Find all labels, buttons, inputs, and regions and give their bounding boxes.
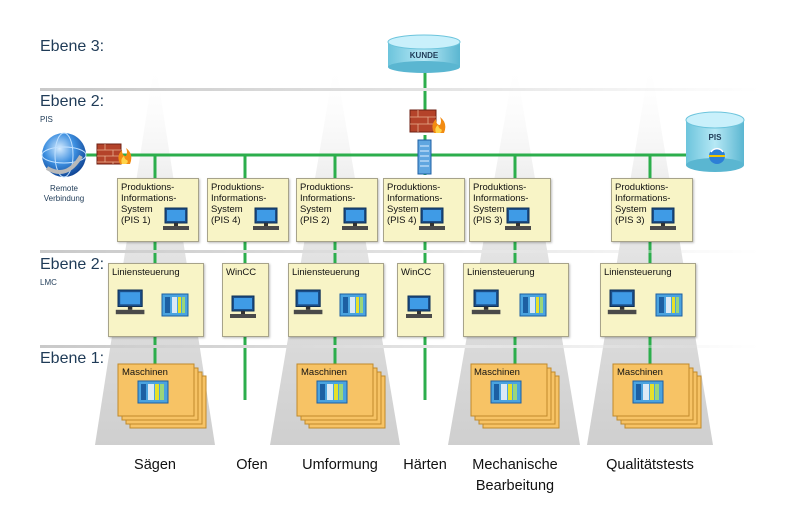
machine-stack: [117, 363, 207, 429]
column-label-line: Ofen: [236, 457, 268, 473]
machine-stack: [612, 363, 702, 429]
pis-line: System: [300, 204, 332, 215]
level-2-pis-label: Ebene 2:: [40, 93, 105, 110]
plc-icon: [519, 293, 547, 317]
column-label-line: Qualitätstests: [606, 457, 694, 473]
pis-line: Informations-: [300, 193, 356, 204]
pis-line: System: [121, 204, 153, 215]
firewall-top-icon: [409, 109, 446, 133]
pis-line: Produktions-: [615, 182, 669, 193]
column-label-saegen: Sägen: [115, 455, 195, 476]
pis-box-text: Produktions- Informations- System (PIS 1…: [121, 182, 176, 226]
pis-database-icon: [685, 111, 745, 172]
pis-line: Produktions-: [211, 182, 265, 193]
pis-line: (PIS 4): [211, 215, 241, 226]
machines-label: Maschinen: [301, 367, 347, 378]
pis-box-text: Produktions- Informations- System (PIS 3…: [615, 182, 670, 226]
machines-label: Maschinen: [617, 367, 663, 378]
pis-line: Produktions-: [300, 182, 354, 193]
pis-line: (PIS 3): [473, 215, 503, 226]
kunde-database-icon: [387, 34, 461, 73]
lmc-box-label: WinCC: [226, 267, 257, 278]
pis-line: Informations-: [387, 193, 443, 204]
pis-line: Informations-: [615, 193, 671, 204]
pis-line: Informations-: [121, 193, 177, 204]
computer-icon: [419, 207, 445, 230]
level-2-lmc-label: Ebene 2:: [40, 256, 105, 273]
pis-db-label: PIS: [708, 133, 722, 142]
lmc-box-label: Liniensteuerung: [112, 267, 180, 278]
computer-icon: [163, 207, 189, 230]
column-label-line: Bearbeitung: [475, 478, 555, 494]
plc-icon: [161, 293, 189, 317]
level-3-label: Ebene 3:: [40, 38, 105, 55]
lmc-box-label: Liniensteuerung: [604, 267, 672, 278]
pis-box-text: Produktions- Informations- System (PIS 2…: [300, 182, 355, 226]
column-label-line: Härten: [403, 457, 447, 473]
column-label-umformung: Umformung: [285, 455, 395, 476]
plc-icon: [655, 293, 683, 317]
column-label-ofen: Ofen: [222, 455, 282, 476]
machines-label: Maschinen: [122, 367, 168, 378]
pis-box-text: Produktions- Informations- System (PIS 3…: [473, 182, 528, 226]
machine-stack: [296, 363, 386, 429]
pis-line: (PIS 4): [387, 215, 417, 226]
lmc-box-label: Liniensteuerung: [292, 267, 360, 278]
machine-stack: [470, 363, 560, 429]
pis-line: System: [211, 204, 243, 215]
lmc-box-label: Liniensteuerung: [467, 267, 535, 278]
column-label-line: Mechanische: [472, 457, 558, 473]
pis-box-text: Produktions- Informations- System (PIS 4…: [387, 182, 442, 226]
pis-line: System: [615, 204, 647, 215]
lmc-tag: LMC: [40, 278, 57, 287]
level-separator: [40, 250, 760, 253]
pis-line: Produktions-: [387, 182, 441, 193]
pis-tag: PIS: [40, 115, 53, 124]
column-label-mechanische-bearbeitung: Mechanische Bearbeitung: [455, 455, 575, 497]
pis-box-text: Produktions- Informations- System (PIS 4…: [211, 182, 266, 226]
computer-icon: [650, 207, 676, 230]
computer-icon: [342, 207, 368, 230]
remote-label-line: Verbindung: [43, 194, 85, 203]
computer-icon: [115, 289, 145, 315]
computer-icon: [253, 207, 279, 230]
column-label-qualitaetstests: Qualitätstests: [590, 455, 710, 476]
remote-label-line: Remote: [49, 184, 78, 193]
pis-line: System: [473, 204, 505, 215]
level-1-label: Ebene 1:: [40, 350, 105, 367]
column-label-line: Umformung: [302, 457, 378, 473]
kunde-label: KUNDE: [409, 51, 439, 60]
pis-box[interactable]: Produktions- Informations- System (PIS 4…: [383, 178, 465, 242]
computer-icon: [406, 295, 432, 318]
pis-line: Informations-: [211, 193, 267, 204]
machines-label: Maschinen: [474, 367, 520, 378]
computer-icon: [230, 295, 256, 318]
computer-icon: [293, 289, 323, 315]
pis-line: Produktions-: [121, 182, 175, 193]
computer-icon: [471, 289, 501, 315]
network-switch-icon: [417, 139, 432, 175]
pis-line: (PIS 3): [615, 215, 645, 226]
plc-icon: [339, 293, 367, 317]
lmc-box-label: WinCC: [401, 267, 432, 278]
globe-icon: [41, 132, 87, 178]
pis-line: System: [387, 204, 419, 215]
column-label-line: Sägen: [134, 457, 176, 473]
computer-icon: [607, 289, 637, 315]
firewall-left-icon: [96, 143, 132, 165]
pis-line: (PIS 2): [300, 215, 330, 226]
pis-box[interactable]: Produktions- Informations- System (PIS 2…: [296, 178, 378, 242]
remote-connection-label: Remote Verbindung: [34, 184, 94, 204]
column-label-haerten: Härten: [392, 455, 458, 476]
computer-icon: [505, 207, 531, 230]
pis-line: Produktions-: [473, 182, 527, 193]
pis-line: Informations-: [473, 193, 529, 204]
pis-line: (PIS 1): [121, 215, 151, 226]
level-separator: [40, 345, 760, 348]
level-separator: [40, 88, 760, 91]
